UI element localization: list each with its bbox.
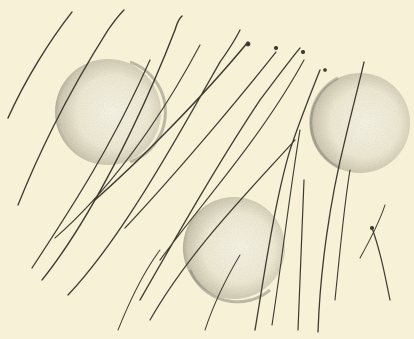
sphere-right <box>310 73 410 173</box>
